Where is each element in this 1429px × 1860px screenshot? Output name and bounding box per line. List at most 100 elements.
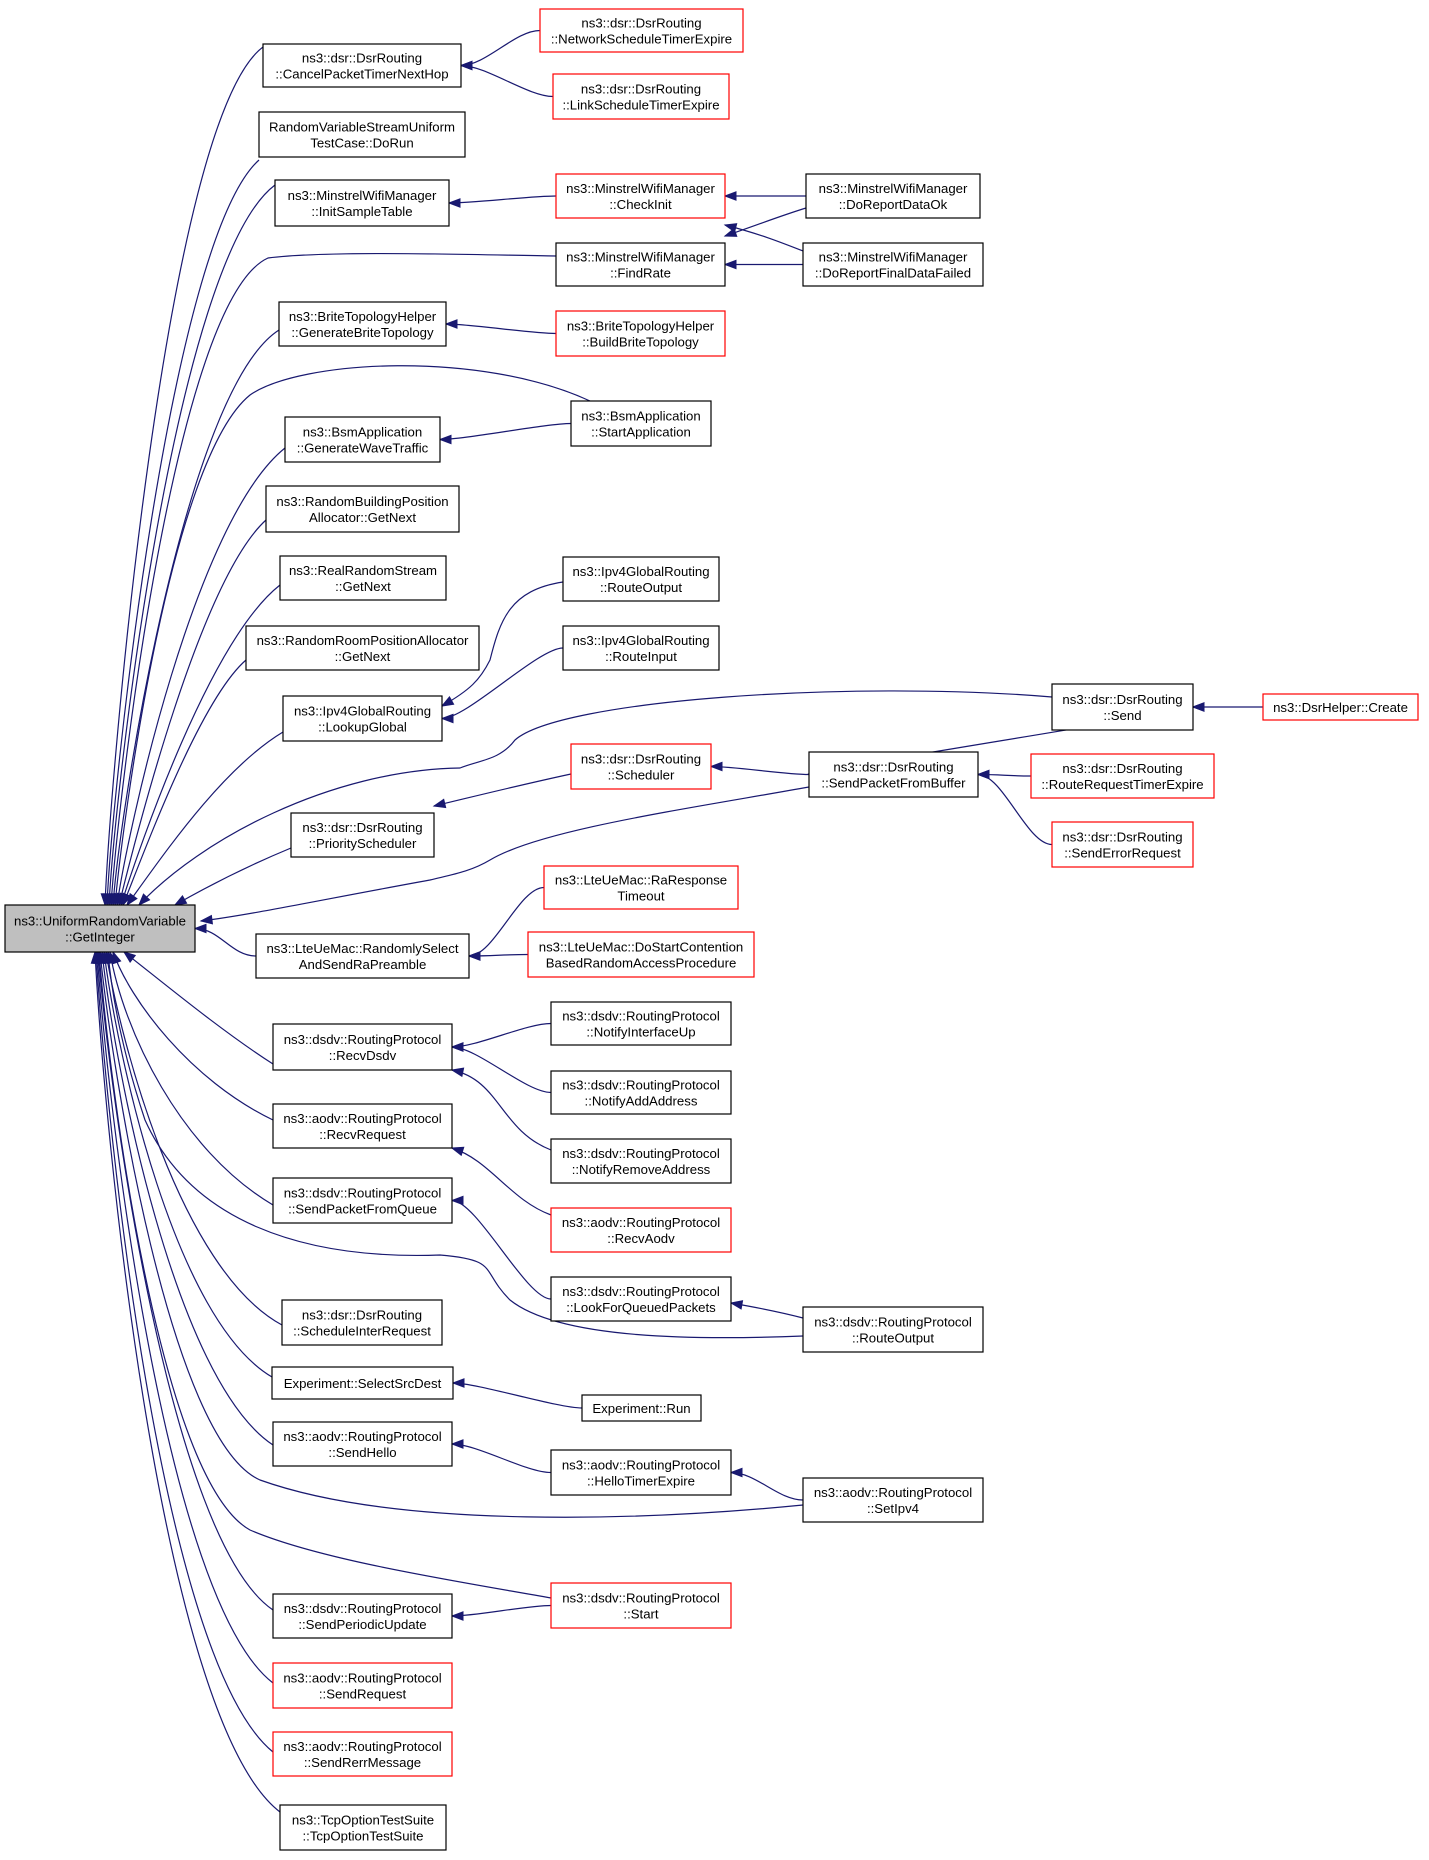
node-sendPacketFromBuffer[interactable]: ns3::dsr::DsrRouting::SendPacketFromBuff… — [808, 751, 979, 798]
node-label-line1: ns3::dsdv::RoutingProtocol — [562, 1284, 720, 1299]
node-box — [555, 173, 726, 219]
node-box — [1262, 693, 1419, 721]
node-label-line1: ns3::RealRandomStream — [289, 563, 437, 578]
arrowhead — [723, 191, 737, 201]
node-label-line1: ns3::aodv::RoutingProtocol — [283, 1111, 441, 1126]
node-box — [255, 933, 470, 979]
node-sendPacketFromQueue[interactable]: ns3::dsdv::RoutingProtocol::SendPacketFr… — [272, 1177, 453, 1224]
node-doReportDataOk[interactable]: ns3::MinstrelWifiManager::DoReportDataOk — [805, 173, 981, 219]
edge-sendPacketFromBuffer-to-root — [199, 786, 810, 925]
node-label-line1: ns3::UniformRandomVariable — [14, 914, 186, 929]
node-sendRerrMessage[interactable]: ns3::aodv::RoutingProtocol::SendRerrMess… — [272, 1731, 453, 1777]
node-rvsUniformTest[interactable]: RandomVariableStreamUniformTestCase::DoR… — [258, 111, 466, 158]
node-recvRequest[interactable]: ns3::aodv::RoutingProtocol::RecvRequest — [272, 1103, 453, 1149]
node-tcpOptionTestSuite[interactable]: ns3::TcpOptionTestSuite::TcpOptionTestSu… — [279, 1804, 447, 1851]
edge-notifyRemoveAddress-to-recvDsdv — [450, 1067, 552, 1151]
node-lookupGlobal[interactable]: ns3::Ipv4GlobalRouting::LookupGlobal — [282, 695, 443, 742]
node-sendPeriodicUpdate[interactable]: ns3::dsdv::RoutingProtocol::SendPeriodic… — [272, 1593, 453, 1639]
edge-line — [460, 64, 554, 98]
node-routeOutputIpv4[interactable]: ns3::Ipv4GlobalRouting::RouteOutput — [562, 556, 720, 602]
node-networkScheduleTimer[interactable]: ns3::dsr::DsrRouting::NetworkScheduleTim… — [539, 8, 744, 53]
node-dsrHelperCreate[interactable]: ns3::DsrHelper::Create — [1262, 693, 1419, 721]
node-routeRequestTimerExpire[interactable]: ns3::dsr::DsrRouting::RouteRequestTimerE… — [1030, 753, 1215, 799]
node-root[interactable]: ns3::UniformRandomVariable::GetInteger — [4, 904, 196, 953]
node-sendErrorRequest[interactable]: ns3::dsr::DsrRouting::SendErrorRequest — [1051, 821, 1194, 868]
node-findRate[interactable]: ns3::MinstrelWifiManager::FindRate — [555, 242, 726, 287]
node-label-line1: ns3::aodv::RoutingProtocol — [283, 1429, 441, 1444]
node-recvAodv[interactable]: ns3::aodv::RoutingProtocol::RecvAodv — [550, 1207, 732, 1253]
edge-line — [451, 1147, 552, 1216]
edge-sendPacketFromBuffer-to-dsrScheduler — [709, 761, 810, 776]
node-recvDsdv[interactable]: ns3::dsdv::RoutingProtocol::RecvDsdv — [272, 1023, 453, 1071]
edge-line — [120, 584, 281, 906]
node-priorityScheduler[interactable]: ns3::dsr::DsrRouting::PriorityScheduler — [290, 812, 435, 858]
node-selectSrcDest[interactable]: Experiment::SelectSrcDest — [271, 1366, 454, 1400]
edge-randomRoomGetNext-to-root — [122, 659, 247, 907]
node-routeInputIpv4[interactable]: ns3::Ipv4GlobalRouting::RouteInput — [562, 625, 720, 671]
node-realRandomGetNext[interactable]: ns3::RealRandomStream::GetNext — [279, 555, 447, 601]
node-label-line2: ::GetNext — [335, 649, 391, 664]
edge-line — [109, 951, 274, 1206]
node-lookForQueuedPackets[interactable]: ns3::dsdv::RoutingProtocol::LookForQueue… — [550, 1276, 732, 1322]
node-doStartContention[interactable]: ns3::LteUeMac::DoStartContentionBasedRan… — [527, 931, 755, 978]
node-label-line2: BasedRandomAccessProcedure — [546, 956, 737, 971]
node-randomBuildingGetNext[interactable]: ns3::RandomBuildingPositionAllocator::Ge… — [265, 485, 460, 533]
edge-line — [105, 951, 283, 1326]
node-box — [272, 1177, 453, 1224]
node-box — [279, 1804, 447, 1851]
node-box — [272, 1593, 453, 1639]
node-label-line2: ::NetworkScheduleTimerExpire — [551, 32, 732, 47]
node-label-line2: ::RecvDsdv — [329, 1048, 397, 1063]
node-label-line2: ::GenerateBriteTopology — [291, 325, 434, 340]
node-sendHello[interactable]: ns3::aodv::RoutingProtocol::SendHello — [272, 1421, 453, 1467]
node-notifyRemoveAddress[interactable]: ns3::dsdv::RoutingProtocol::NotifyRemove… — [550, 1138, 732, 1184]
edge-dsrScheduler-to-priorityScheduler — [432, 773, 572, 809]
edge-recvAodv-to-recvRequest — [450, 1146, 552, 1216]
node-cancelPacketTimer[interactable]: ns3::dsr::DsrRouting::CancelPacketTimerN… — [262, 43, 462, 88]
edge-line — [448, 195, 557, 204]
node-label-line1: RandomVariableStreamUniform — [269, 120, 455, 135]
node-checkInit[interactable]: ns3::MinstrelWifiManager::CheckInit — [555, 173, 726, 219]
node-initSampleTable[interactable]: ns3::MinstrelWifiManager::InitSampleTabl… — [274, 179, 450, 227]
edge-line — [126, 731, 284, 906]
node-sendRequest[interactable]: ns3::aodv::RoutingProtocol::SendRequest — [272, 1662, 453, 1709]
node-setIpv4[interactable]: ns3::aodv::RoutingProtocol::SetIpv4 — [802, 1477, 984, 1523]
node-label-line2: ::CheckInit — [609, 197, 672, 212]
node-label-line1: ns3::BriteTopologyHelper — [567, 319, 715, 334]
node-label-line2: TestCase::DoRun — [310, 136, 413, 151]
node-startApplication[interactable]: ns3::BsmApplication::StartApplication — [570, 400, 712, 447]
node-randomlySelect[interactable]: ns3::LteUeMac::RandomlySelectAndSendRaPr… — [255, 933, 470, 979]
node-box — [802, 242, 984, 287]
node-label-line2: ::NotifyRemoveAddress — [572, 1162, 711, 1177]
node-randomRoomGetNext[interactable]: ns3::RandomRoomPositionAllocator::GetNex… — [245, 625, 480, 671]
node-box — [284, 416, 441, 463]
node-notifyAddAddress[interactable]: ns3::dsdv::RoutingProtocol::NotifyAddAdd… — [550, 1070, 732, 1115]
edge-doReportFinalDataFailed-to-checkInit — [723, 223, 804, 252]
node-label-line2: ::LookupGlobal — [318, 720, 407, 735]
node-label-line1: ns3::aodv::RoutingProtocol — [283, 1739, 441, 1754]
arrowhead — [450, 1195, 464, 1206]
node-dsrScheduler[interactable]: ns3::dsr::DsrRouting::Scheduler — [570, 743, 712, 790]
edge-line — [110, 252, 557, 906]
node-label-line2: ::PriorityScheduler — [309, 836, 417, 851]
node-linkScheduleTimer[interactable]: ns3::dsr::DsrRouting::LinkScheduleTimerE… — [552, 73, 730, 120]
node-generateWaveTraffic[interactable]: ns3::BsmApplication::GenerateWaveTraffic — [284, 416, 441, 463]
edge-line — [451, 1604, 552, 1617]
node-generateBriteTopology[interactable]: ns3::BriteTopologyHelper::GenerateBriteT… — [278, 301, 447, 347]
arrowhead — [467, 951, 481, 961]
node-label-line1: ns3::BsmApplication — [581, 409, 700, 424]
node-notifyInterfaceUp[interactable]: ns3::dsdv::RoutingProtocol::NotifyInterf… — [550, 1001, 732, 1046]
node-dsrSend[interactable]: ns3::dsr::DsrRouting::Send — [1051, 683, 1194, 731]
node-dsdvRouteOutput[interactable]: ns3::dsdv::RoutingProtocol::RouteOutput — [802, 1306, 984, 1353]
node-scheduleInterRequest[interactable]: ns3::dsr::DsrRouting::ScheduleInterReque… — [281, 1299, 443, 1346]
arrowhead — [450, 1067, 465, 1078]
node-doReportFinalDataFailed[interactable]: ns3::MinstrelWifiManager::DoReportFinalD… — [802, 242, 984, 287]
node-helloTimerExpire[interactable]: ns3::aodv::RoutingProtocol::HelloTimerEx… — [550, 1449, 732, 1496]
edge-line — [95, 951, 274, 1753]
node-experimentRun[interactable]: Experiment::Run — [581, 1394, 702, 1422]
node-buildBriteTopology[interactable]: ns3::BriteTopologyHelper::BuildBriteTopo… — [555, 310, 726, 357]
node-dsdvStart[interactable]: ns3::dsdv::RoutingProtocol::Start — [550, 1582, 732, 1629]
edge-line — [112, 329, 280, 906]
edge-line — [118, 519, 267, 906]
